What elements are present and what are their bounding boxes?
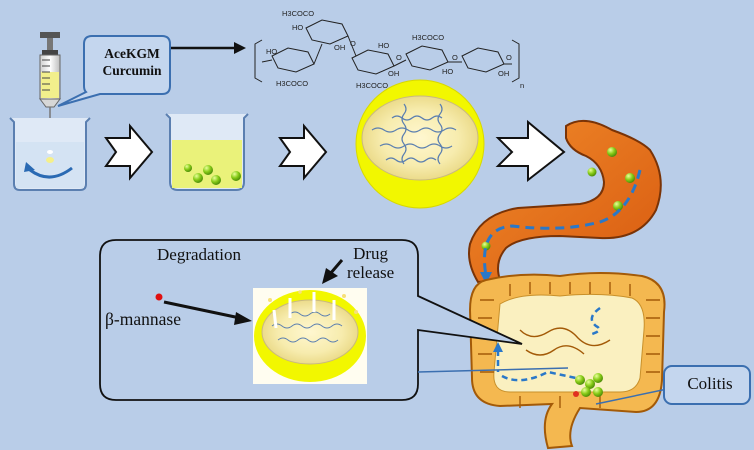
oxygen-label: O [452, 53, 458, 62]
pointer-line [417, 367, 569, 373]
oxygen-label: O [506, 53, 512, 62]
oxygen-label: O [350, 39, 356, 48]
hydroxyl-label: OH [388, 69, 399, 78]
drug-release-line-2: release [347, 263, 395, 282]
hydroxyl-label: HO [378, 41, 389, 50]
acetyl-label: H3COCO [276, 79, 308, 88]
intestine [468, 272, 666, 450]
colitis-pointer [595, 387, 673, 405]
beaker-stirring [9, 117, 91, 191]
degradation-label: Degradation [157, 245, 242, 264]
acetyl-label: H3COCO [282, 9, 314, 18]
chemical-labels: H3COCO H3COCO H3COCO H3COCO HO HO HO HO … [266, 9, 524, 90]
callout-bubble [57, 35, 171, 107]
chemical-structure [254, 19, 520, 83]
repeat-unit-label: n [520, 81, 524, 90]
colitis-label: Colitis [687, 374, 733, 393]
degrading-capsule [253, 288, 367, 384]
hydroxyl-label: HO [442, 67, 453, 76]
hydroxyl-label: HO [292, 23, 303, 32]
callout-label: AceKGM Curcumin [92, 45, 172, 79]
hydroxyl-label: OH [334, 43, 345, 52]
drug-release-arrow [322, 259, 344, 284]
callout-line-curcumin: Curcumin [102, 63, 162, 78]
mannase-arrow [155, 293, 252, 325]
microsphere-capsule [355, 79, 485, 209]
callout-line-acekgm: AceKGM [104, 46, 160, 61]
hydroxyl-label: OH [498, 69, 509, 78]
drug-release-line-1: Drug [353, 244, 389, 263]
process-arrow [104, 123, 154, 181]
syringe-icon [39, 32, 61, 128]
drug-release-label: Drug release [347, 244, 394, 282]
oxygen-label: O [396, 53, 402, 62]
colitis-box [663, 365, 751, 405]
acetyl-label: H3COCO [356, 81, 388, 90]
stomach [468, 119, 662, 284]
acetyl-label: H3COCO [412, 33, 444, 42]
mannase-label: β-mannase [105, 309, 181, 329]
hydroxyl-label: HO [266, 47, 277, 56]
process-arrow [495, 119, 566, 183]
process-arrow [278, 123, 328, 181]
arrow-to-structure [171, 42, 246, 54]
beaker-particles [165, 113, 249, 191]
enzyme-dot [155, 293, 163, 301]
